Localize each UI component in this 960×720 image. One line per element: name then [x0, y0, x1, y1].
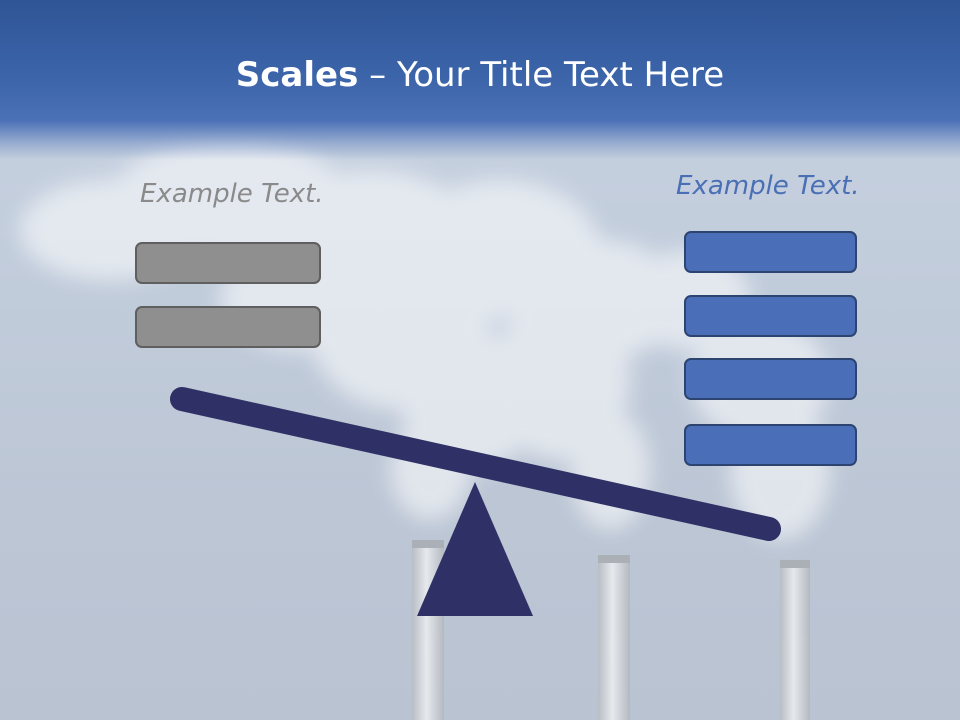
- title-rest: – Your Title Text Here: [358, 55, 725, 95]
- right-weight-box-3[interactable]: [684, 358, 857, 400]
- slide-title[interactable]: Scales – Your Title Text Here: [0, 52, 960, 98]
- left-example-text[interactable]: Example Text.: [140, 179, 324, 209]
- title-bar: [0, 0, 960, 160]
- right-weight-box-4[interactable]: [684, 424, 857, 466]
- scale-fulcrum: [417, 482, 533, 616]
- scale-beam: [170, 387, 781, 541]
- smokestack-right: [780, 560, 810, 720]
- right-example-text[interactable]: Example Text.: [676, 171, 860, 201]
- smokestack-middle: [598, 555, 630, 720]
- right-weight-box-2[interactable]: [684, 295, 857, 337]
- right-weight-box-1[interactable]: [684, 231, 857, 273]
- title-bold: Scales: [235, 55, 359, 95]
- left-weight-box-2[interactable]: [135, 306, 321, 348]
- smokestacks: [412, 540, 810, 720]
- left-weight-box-1[interactable]: [135, 242, 321, 284]
